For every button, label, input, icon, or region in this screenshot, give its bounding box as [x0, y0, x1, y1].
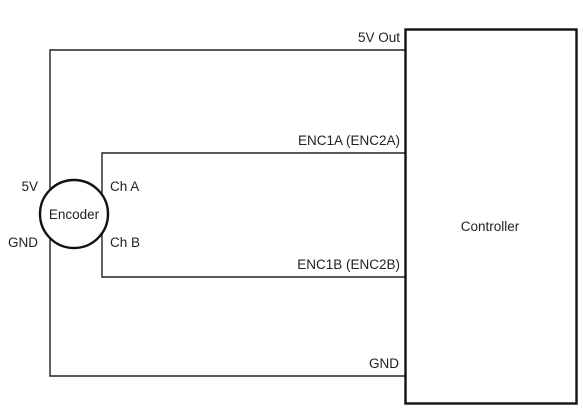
ground-label: GND	[369, 356, 399, 371]
encoder-5v-label: 5V	[21, 179, 38, 194]
power-out-label: 5V Out	[358, 30, 400, 45]
wire-channel-a	[101, 152, 405, 214]
controller-box	[404, 28, 578, 405]
encoder-circle	[38, 178, 110, 250]
encoder-label: Encoder	[49, 207, 100, 222]
channel-b-label: Ch B	[110, 235, 140, 250]
wire-ground	[49, 214, 405, 377]
enc-b-label: ENC1B (ENC2B)	[297, 257, 400, 272]
encoder-gnd-label: GND	[8, 235, 38, 250]
controller-label: Controller	[461, 219, 520, 234]
channel-a-label: Ch A	[110, 179, 139, 194]
enc-a-label: ENC1A (ENC2A)	[298, 133, 400, 148]
